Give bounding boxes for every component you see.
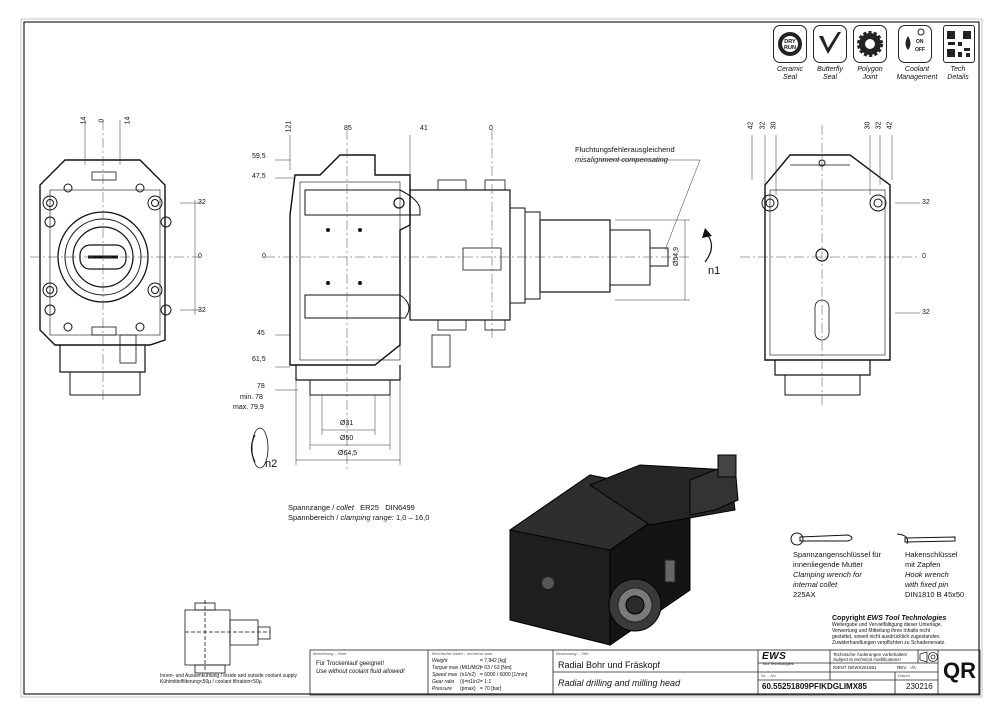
dim-mid-max-79-9: max. 79,9 <box>233 404 264 411</box>
projection-symbol <box>919 651 938 663</box>
dry-run-badge: DRY RUN <box>784 39 796 51</box>
ident-value: DEWS251881 <box>848 665 877 670</box>
ews-logo-sub: Tool Technologies <box>762 661 794 666</box>
copyright-block: Copyright EWS Tool Technologies Weiterga… <box>832 615 947 646</box>
isometric-render <box>508 454 739 646</box>
ews-logo: EWS <box>762 651 787 662</box>
rev-value: -/A <box>910 665 916 670</box>
dim-left-14a: 14 <box>80 116 88 125</box>
dim-right-42b: 42 <box>886 121 894 130</box>
rear-view-centerlines <box>740 125 920 405</box>
title-block-grid <box>309 649 981 696</box>
coolant-schematic <box>184 600 271 674</box>
coolant-management-icon[interactable]: ON OFF <box>898 25 932 63</box>
dim-mid-121: 121 <box>285 120 293 133</box>
title-label: Benennung – Title <box>556 651 589 656</box>
dim-mid-61-5: 61,5 <box>252 356 266 363</box>
date-value: 230216 <box>906 682 933 691</box>
hook-wrench <box>896 533 956 545</box>
dim-right-side-32b: 32 <box>922 309 930 316</box>
dim-right-side-0: 0 <box>922 253 926 260</box>
tech-data-row: Weight= 7,842 [kg] <box>432 658 507 664</box>
dim-mid-59-5: 59,5 <box>252 153 266 160</box>
tech-data-row: Torque max(Mt1/Mt2)= 63 / 63 [Nm] <box>432 665 512 671</box>
side-view-dimlines <box>275 135 701 465</box>
tech-data-table: Weight= 7,842 [kg]Torque max(Mt1/Mt2)= 6… <box>432 658 527 693</box>
tech-data-row: Speed max(n1/n2)= 6000 / 6000 [1/min] <box>432 672 528 678</box>
dim-mid-85: 85 <box>344 125 352 132</box>
front-view-dimlines <box>84 120 200 315</box>
remark-de: Für Trockenlauf geeignet! <box>316 661 385 667</box>
dim-right-32b: 32 <box>875 121 883 130</box>
dim-mid-0: 0 <box>489 125 493 132</box>
polygon-joint-icon[interactable] <box>853 25 887 63</box>
front-view-centerlines <box>30 120 200 400</box>
title-en: Radial drilling and milling head <box>558 678 681 688</box>
dim-left-side-32a: 32 <box>198 199 206 206</box>
dim-left-side-0: 0 <box>198 253 202 260</box>
rear-view-dimlines <box>751 135 920 314</box>
part-number-label: Nr. – No. <box>761 673 777 678</box>
remark-label: Bemerkung – Note <box>313 651 347 656</box>
dim-right-side-32a: 32 <box>922 199 930 206</box>
tech-data-row: Gear ratio(i)=n1/n2= 1:1 <box>432 679 492 685</box>
rev-label: REV. <box>897 665 908 670</box>
dim-mid-41: 41 <box>420 125 428 132</box>
date-label: Datum <box>898 673 910 678</box>
collet-spec-line-2: Spannbereich / clamping range: 1,0 – 16,… <box>288 513 430 522</box>
dim-d50: Ø50 <box>340 435 354 442</box>
ident-label: IDENT <box>833 665 847 670</box>
side-view <box>289 154 669 396</box>
dim-mid-min-78: min. 78 <box>240 394 263 401</box>
dim-left-0: 0 <box>98 118 106 123</box>
dim-right-30b: 30 <box>864 121 872 130</box>
dim-left-14b: 14 <box>124 116 132 125</box>
n2-rotation-arrow <box>250 434 256 463</box>
butterfly-seal-icon[interactable] <box>813 25 847 63</box>
dim-right-30a: 30 <box>770 121 778 130</box>
callout-de: Fluchtungsfehlerausgleichend <box>575 145 675 154</box>
callout-en: misalignment compensating <box>575 155 668 164</box>
rear-view <box>761 154 891 396</box>
side-view-centerlines <box>265 130 690 470</box>
modification-en: Subject to technical modifications! <box>833 657 901 662</box>
dim-d54-9: Ø54,9 <box>673 246 681 267</box>
part-number: 60.55251809PFIKDGLIMX85 <box>762 682 867 691</box>
label-n2: n2 <box>265 458 278 470</box>
label-n1: n1 <box>708 265 721 277</box>
qr-label[interactable]: QR <box>943 658 976 683</box>
clamping-wrench-text: Spannzangenschlüssel für innenliegende M… <box>793 550 881 599</box>
dim-mid-47-5: 47,5 <box>252 173 266 180</box>
dim-d64-5: Ø64,5 <box>338 450 358 457</box>
coolant-off-label: OFF <box>915 47 925 53</box>
tech-data-label: Technische Daten – technical data <box>431 651 493 656</box>
ceramic-seal-icon[interactable]: DRY RUN <box>773 25 807 63</box>
coolant-note: Innen- und Aussenkühlung / inside and ou… <box>160 673 298 685</box>
dim-mid-45: 45 <box>257 330 265 337</box>
coolant-on-label: ON <box>916 39 924 45</box>
dim-left-side-32b: 32 <box>198 307 206 314</box>
dim-mid-78: 78 <box>257 383 265 390</box>
dim-d31: Ø31 <box>340 420 354 427</box>
dim-mid-left-0: 0 <box>262 253 266 260</box>
modification-de: Technische Änderungen vorbehalten! <box>833 652 908 657</box>
hook-wrench-text: Hakenschlüssel mit Zapfen Hook wrench wi… <box>905 550 965 599</box>
remark-en: Use without coolant fluid allowed! <box>316 669 405 675</box>
tech-details-qr-icon[interactable] <box>943 25 975 63</box>
dim-right-32a: 32 <box>759 121 767 130</box>
dim-right-42a: 42 <box>747 121 755 130</box>
collet-spec-line-1: Spannzange / collet ER25 DIN6499 <box>288 503 415 512</box>
tech-data-row: Pressure(pmax)= 70 [bar] <box>432 686 502 692</box>
title-de: Radial Bohr und Fräskopf <box>558 660 661 670</box>
clamping-wrench <box>790 532 853 546</box>
front-view <box>39 159 172 396</box>
